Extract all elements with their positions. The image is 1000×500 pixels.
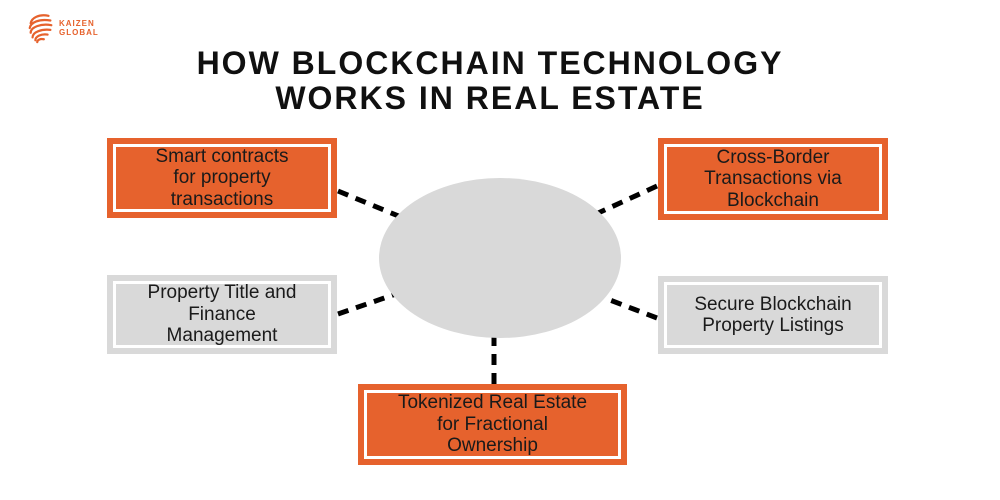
node-secure-listings: Secure Blockchain Property Listings — [658, 276, 888, 354]
kaizen-global-logo: KAIZEN GLOBAL — [26, 12, 99, 44]
logo-wordmark: KAIZEN GLOBAL — [59, 19, 99, 37]
node-property-title: Property Title and Finance Management — [107, 275, 337, 354]
connector-top-left — [337, 188, 501, 261]
node-text-line: Property Title and — [147, 282, 297, 304]
page-title-line-2: WORKS IN REAL ESTATE — [275, 80, 705, 116]
node-text-line: Finance — [188, 303, 256, 325]
node-cross-border: Cross-Border Transactions via Blockchain — [658, 138, 888, 220]
node-text-line: transactions — [170, 188, 274, 210]
page-title-line-1: HOW BLOCKCHAIN TECHNOLOGY — [196, 45, 784, 81]
node-text-line: Transactions via — [704, 168, 842, 190]
node-text-line: Blockchain — [727, 189, 819, 211]
center-ellipse — [379, 178, 621, 338]
logo-word-global: GLOBAL — [59, 28, 99, 37]
node-text-line: Management — [166, 325, 278, 347]
node-text-line: Secure Blockchain — [694, 293, 852, 315]
node-text-line: for property — [173, 167, 271, 189]
page-title: HOW BLOCKCHAIN TECHNOLOGY WORKS IN REAL … — [0, 46, 980, 116]
swirl-globe-icon — [26, 12, 56, 44]
node-text-line: Smart contracts — [155, 145, 289, 167]
node-text-line: Property Listings — [702, 315, 844, 336]
node-text-line: Tokenized Real Estate — [397, 392, 588, 414]
node-smart-contracts: Smart contracts for property transaction… — [107, 138, 337, 218]
logo-word-kaizen: KAIZEN — [59, 19, 95, 28]
node-text-line: for Fractional — [437, 413, 548, 435]
node-tokenized-real-estate: Tokenized Real Estate for Fractional Own… — [358, 384, 627, 465]
node-text-line: Ownership — [447, 435, 538, 457]
node-text-line: Cross-Border — [716, 146, 830, 168]
